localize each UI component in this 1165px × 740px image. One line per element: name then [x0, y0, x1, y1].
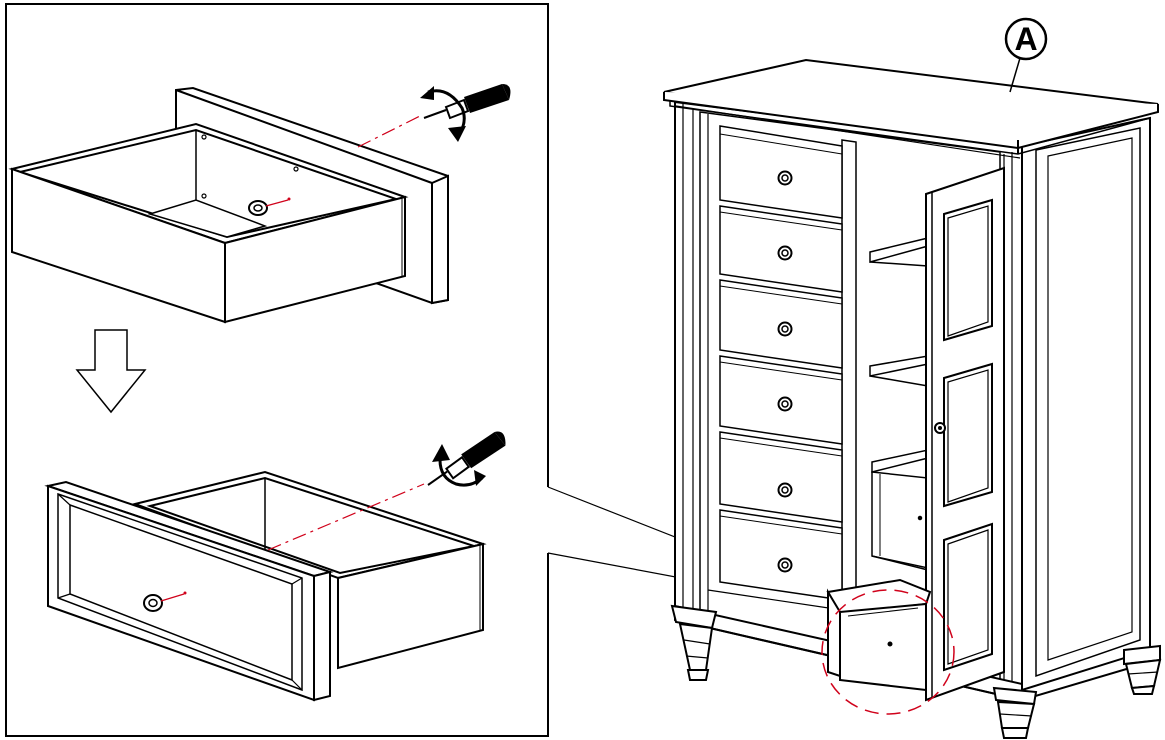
detail-highlight-circle — [821, 589, 955, 715]
step1-guide-line — [357, 115, 421, 148]
step1-drawer-assembly — [8, 86, 449, 324]
step2-knob-icon — [143, 591, 187, 612]
step1-knob-icon — [248, 197, 291, 216]
down-arrow-icon — [75, 329, 147, 414]
step2-rotate-arrow-icon — [432, 444, 486, 487]
step1-rotate-arrow-icon — [420, 86, 466, 142]
part-a-callout — [1004, 17, 1048, 93]
step2-drawer-assembly — [44, 470, 487, 702]
step1-screwdriver-icon — [423, 83, 512, 119]
inset-panel — [5, 3, 549, 737]
step2-guide-line — [267, 483, 425, 551]
step2-screwdriver-icon — [418, 428, 513, 486]
cabinet-legs — [670, 604, 1162, 739]
cabinet-shelves — [869, 237, 929, 571]
cabinet-bottom-drawer — [826, 578, 932, 692]
door-knob-icon — [934, 422, 946, 434]
cabinet-door — [925, 166, 1005, 702]
